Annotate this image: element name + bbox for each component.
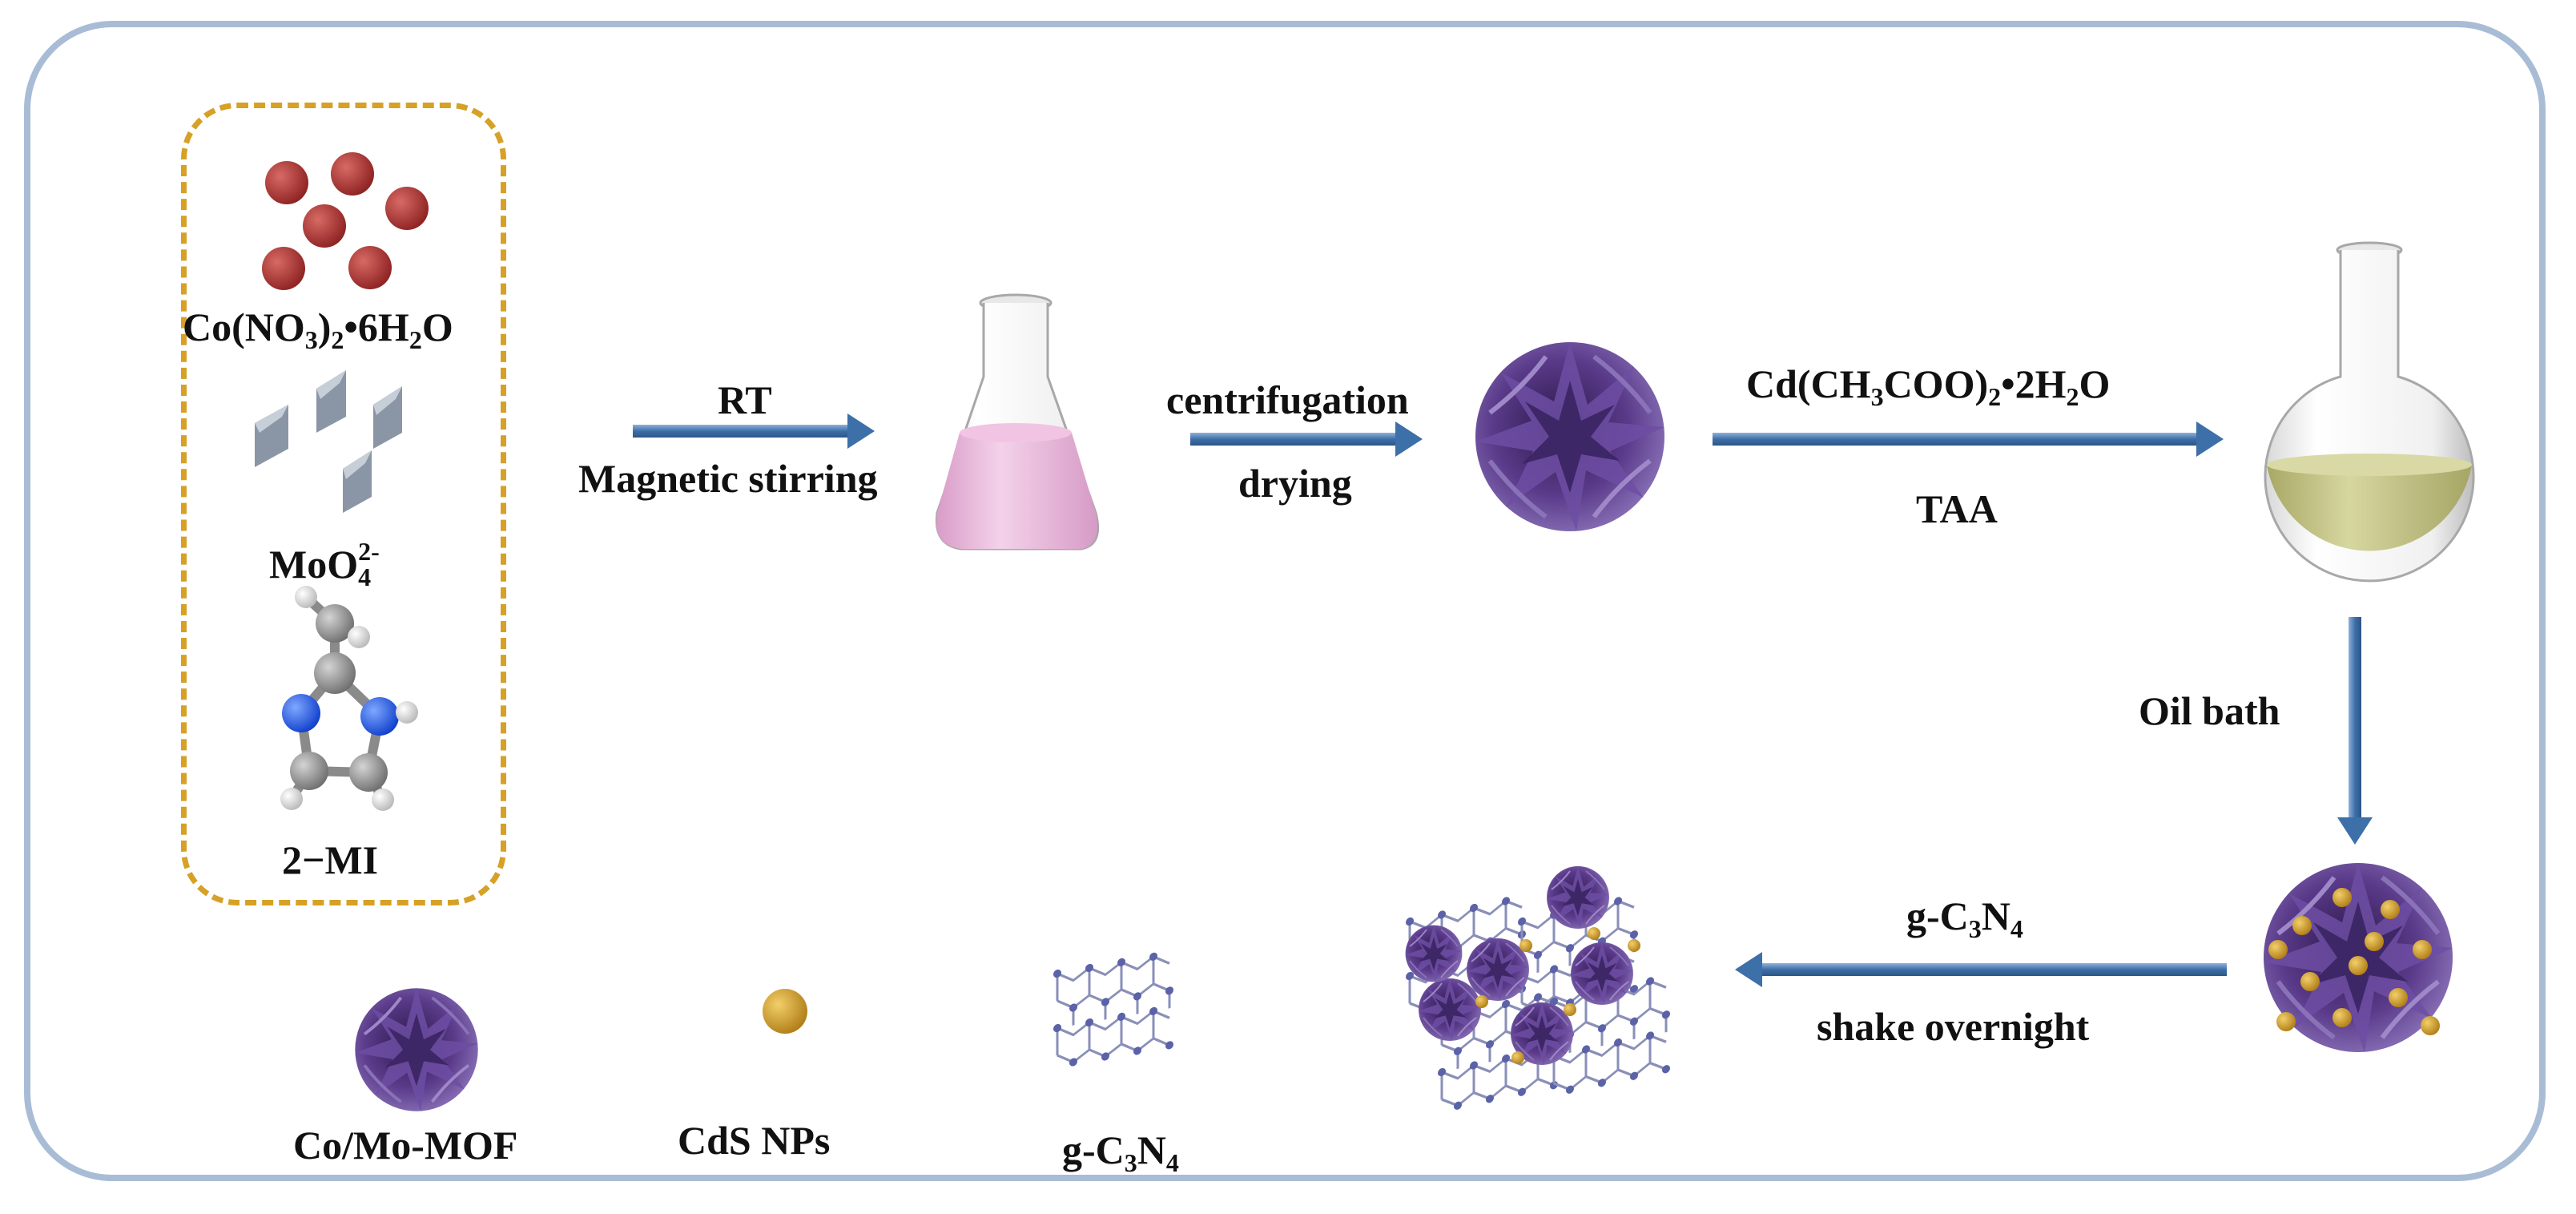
arrow-cd-loading [1713, 421, 2224, 457]
cobalt-ions-icon [262, 152, 429, 290]
legend-cds-label: CdS NPs [678, 1118, 831, 1163]
cobalt-salt-label: Co(NO3)2•6H2O [183, 307, 453, 353]
gcn-step-sub-1: 3 [1968, 914, 1982, 943]
cd-salt-sub-3: 2 [2066, 382, 2079, 411]
stir-top-label: RT [718, 377, 772, 422]
legend-mof-icon [353, 986, 480, 1113]
cd-salt-text-3: •2H [2001, 361, 2067, 406]
arrow-oil-bath [2337, 617, 2373, 845]
legend-gcn-sub-1: 3 [1124, 1148, 1137, 1177]
centrifuge-top-label: centrifugation [1166, 377, 1409, 422]
ligand-label: 2−MI [282, 837, 379, 882]
cobalt-salt-sub-3: 2 [409, 325, 422, 354]
legend-mof-label: Co/Mo-MOF [293, 1123, 518, 1168]
cobalt-salt-text-2: ) [317, 305, 332, 349]
cds-mof-composite-icon [2264, 863, 2453, 1052]
cd-salt-sub-2: 2 [1988, 382, 2002, 411]
legend-gcn-text-1: g-C [1062, 1127, 1125, 1172]
shake-label: shake overnight [1817, 1004, 2090, 1049]
cobalt-salt-text-1: Co(NO [183, 305, 305, 349]
molybdate-label: MoO42- [269, 538, 380, 590]
legend-gcn-sub-2: 4 [1165, 1148, 1179, 1177]
molybdate-sub: 4 [358, 563, 372, 591]
reagent-box [181, 103, 506, 905]
cd-salt-text-2: COO) [1883, 361, 1989, 406]
methylimidazole-molecule-icon [280, 586, 418, 811]
outer-frame [24, 21, 2546, 1181]
legend-gcn-label: g-C3N4 [1062, 1130, 1179, 1176]
oil-bath-label: Oil bath [2139, 688, 2280, 733]
cobalt-salt-text-4: O [421, 305, 453, 349]
legend-cds-icon [763, 989, 807, 1034]
round-bottom-flask-icon [2264, 241, 2475, 583]
cd-salt-label: Cd(CH3COO)2•2H2O [1746, 364, 2110, 409]
gcn-step-sub-2: 4 [2010, 914, 2023, 943]
cd-salt-text-1: Cd(CH [1746, 361, 1871, 406]
arrow-stirring [633, 413, 875, 449]
cd-salt-text-4: O [2079, 361, 2111, 406]
cobalt-salt-sub-2: 2 [331, 325, 344, 354]
molybdate-sup: 2- [358, 537, 380, 566]
stir-bottom-label: Magnetic stirring [578, 456, 878, 501]
gcn-step-text-2: N [1981, 893, 2010, 938]
co-mo-mof-particle-icon [1475, 342, 1664, 531]
molybdate-icon [255, 370, 402, 513]
cobalt-salt-text-3: •6H [344, 305, 409, 349]
cobalt-salt-sub-1: 3 [304, 325, 318, 354]
gcn-step-label: g-C3N4 [1906, 896, 2023, 942]
arrow-centrifugation [1190, 421, 1423, 457]
arrow-shake [1735, 952, 2227, 987]
erlenmeyer-flask-icon [935, 293, 1100, 551]
final-composite-icon [1404, 865, 1672, 1115]
molybdate-text: MoO [269, 542, 359, 587]
taa-label: TAA [1916, 486, 1998, 531]
legend-gcn-icon [1052, 947, 1175, 1071]
legend-gcn-text-2: N [1137, 1127, 1166, 1172]
centrifuge-bottom-label: drying [1238, 461, 1352, 506]
gcn-step-text-1: g-C [1906, 893, 1969, 938]
cd-salt-sub-1: 3 [1870, 382, 1884, 411]
